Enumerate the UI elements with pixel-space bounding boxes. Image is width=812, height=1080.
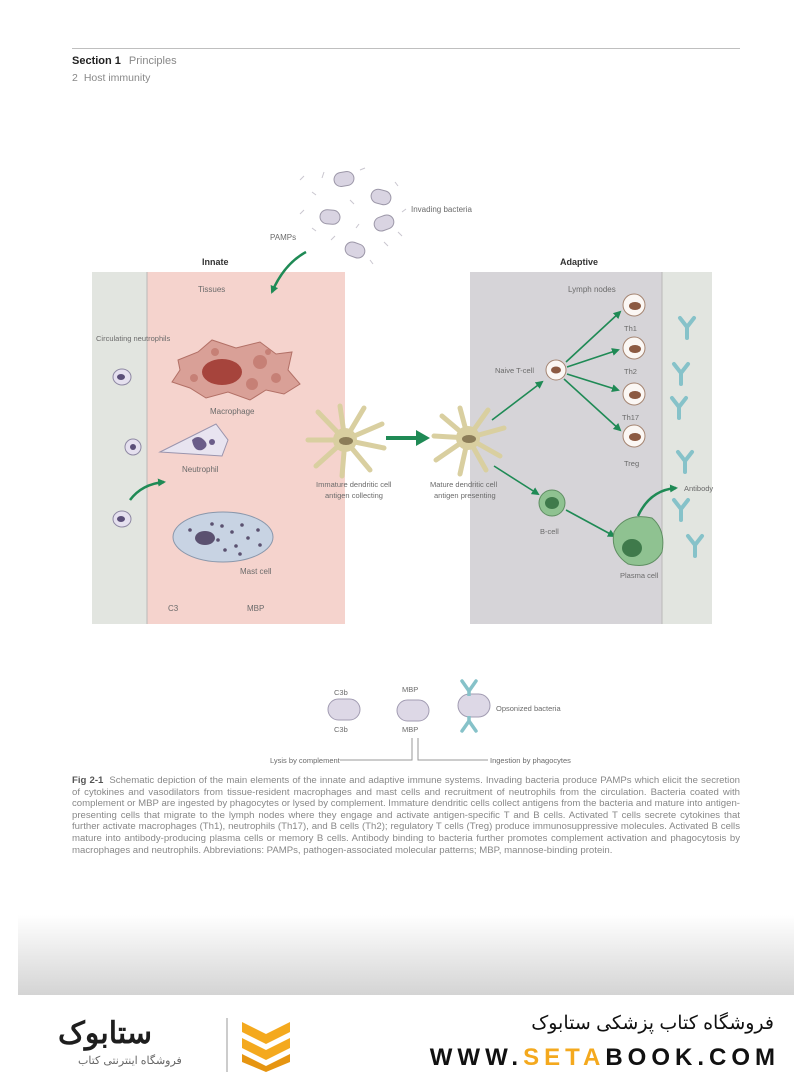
mbp-top-label: MBP (402, 685, 418, 694)
pamps-label: PAMPs (270, 233, 296, 242)
mbp-bottom-label: MBP (402, 725, 418, 734)
plasma-cell-label: Plasma cell (620, 571, 659, 580)
setabook-logo-subtitle: فروشگاه اینترنتی کتاب (78, 1055, 182, 1067)
immune-system-figure: Innate Adaptive Tissues Lymph nodes Inva… (92, 167, 713, 765)
mature-dc-label-2: antigen presenting (434, 491, 496, 500)
url-highlight: SETA (523, 1044, 606, 1071)
neutrophil-cell (158, 423, 229, 457)
lymph-node-panel (470, 272, 662, 624)
bacteria-cluster (319, 170, 395, 259)
ingestion-label: Ingestion by phagocytes (490, 756, 571, 765)
innate-heading: Innate (202, 257, 229, 267)
header-rule (72, 48, 740, 49)
mbp-label: MBP (247, 604, 264, 613)
store-url: WWW.SETABOOK.COM (430, 1044, 780, 1072)
antibody-label: Antibody (684, 484, 713, 493)
chapter-header: 2 Host immunity (72, 72, 150, 84)
c3b-top-label: C3b (334, 688, 348, 697)
caption-text: Schematic depiction of the main elements… (72, 775, 740, 856)
mbp-bacterium (396, 699, 430, 722)
store-name: فروشگاه کتاب پزشکی ستابوک (531, 1013, 774, 1034)
lymph-nodes-label: Lymph nodes (568, 285, 616, 294)
mature-dc-label-1: Mature dendritic cell (430, 480, 497, 489)
dc-to-b-arrow (493, 465, 540, 496)
neutrophil-label: Neutrophil (182, 465, 219, 474)
c3-label: C3 (168, 604, 179, 613)
circulating-neutrophils-label: Circulating neutrophils (96, 334, 170, 343)
invading-bacteria-label: Invading bacteria (411, 205, 472, 214)
th17-label: Th17 (622, 413, 639, 422)
chapter-number: 2 (72, 72, 78, 84)
th2-label: Th2 (624, 367, 637, 376)
tissues-label: Tissues (198, 285, 225, 294)
b-to-plasma-arrow (565, 509, 616, 537)
treg-label: Treg (624, 459, 639, 468)
opsonized-bacterium (457, 679, 491, 733)
adaptive-heading: Adaptive (560, 257, 598, 267)
t-cell-subsets (563, 293, 646, 448)
legend-connector (340, 738, 488, 761)
page-bottom-shadow (18, 915, 794, 995)
th1-label: Th1 (624, 324, 637, 333)
recruitment-arrow (129, 478, 166, 501)
url-part2: BOOK.COM (605, 1044, 780, 1071)
logo-divider (226, 1018, 228, 1072)
c3b-bacterium (327, 698, 361, 721)
section-name: Principles (128, 55, 177, 67)
immature-dc-label-2: antigen collecting (325, 491, 383, 500)
pamps-particles (299, 167, 407, 265)
mast-cell (172, 511, 274, 563)
macrophage-cell (171, 339, 301, 401)
circulating-neutrophils (112, 368, 142, 528)
opsonized-bacteria-label: Opsonized bacteria (496, 704, 561, 713)
setabook-logo-mark (242, 1022, 290, 1072)
naive-t-cell-label: Naive T-cell (495, 366, 534, 375)
pamps-arrow (270, 250, 307, 294)
antibody-arrow (636, 484, 678, 517)
figure-number: Fig 2-1 (72, 775, 104, 786)
b-cell-label: B-cell (540, 527, 559, 536)
mast-cell-label: Mast cell (240, 567, 272, 576)
setabook-logo-text: ستابوک (58, 1017, 153, 1050)
section-number: Section 1 (72, 55, 121, 67)
c3b-bottom-label: C3b (334, 725, 348, 734)
chapter-title: Host immunity (83, 72, 151, 84)
watermark-footer (0, 995, 812, 1080)
running-header: Section 1 Principles (72, 55, 177, 67)
immature-dc-label-1: Immature dendritic cell (316, 480, 392, 489)
lysis-label: Lysis by complement (270, 756, 341, 765)
dc-to-t-arrow (491, 380, 544, 421)
macrophage-label: Macrophage (210, 407, 255, 416)
url-part1: WWW. (429, 1044, 524, 1071)
